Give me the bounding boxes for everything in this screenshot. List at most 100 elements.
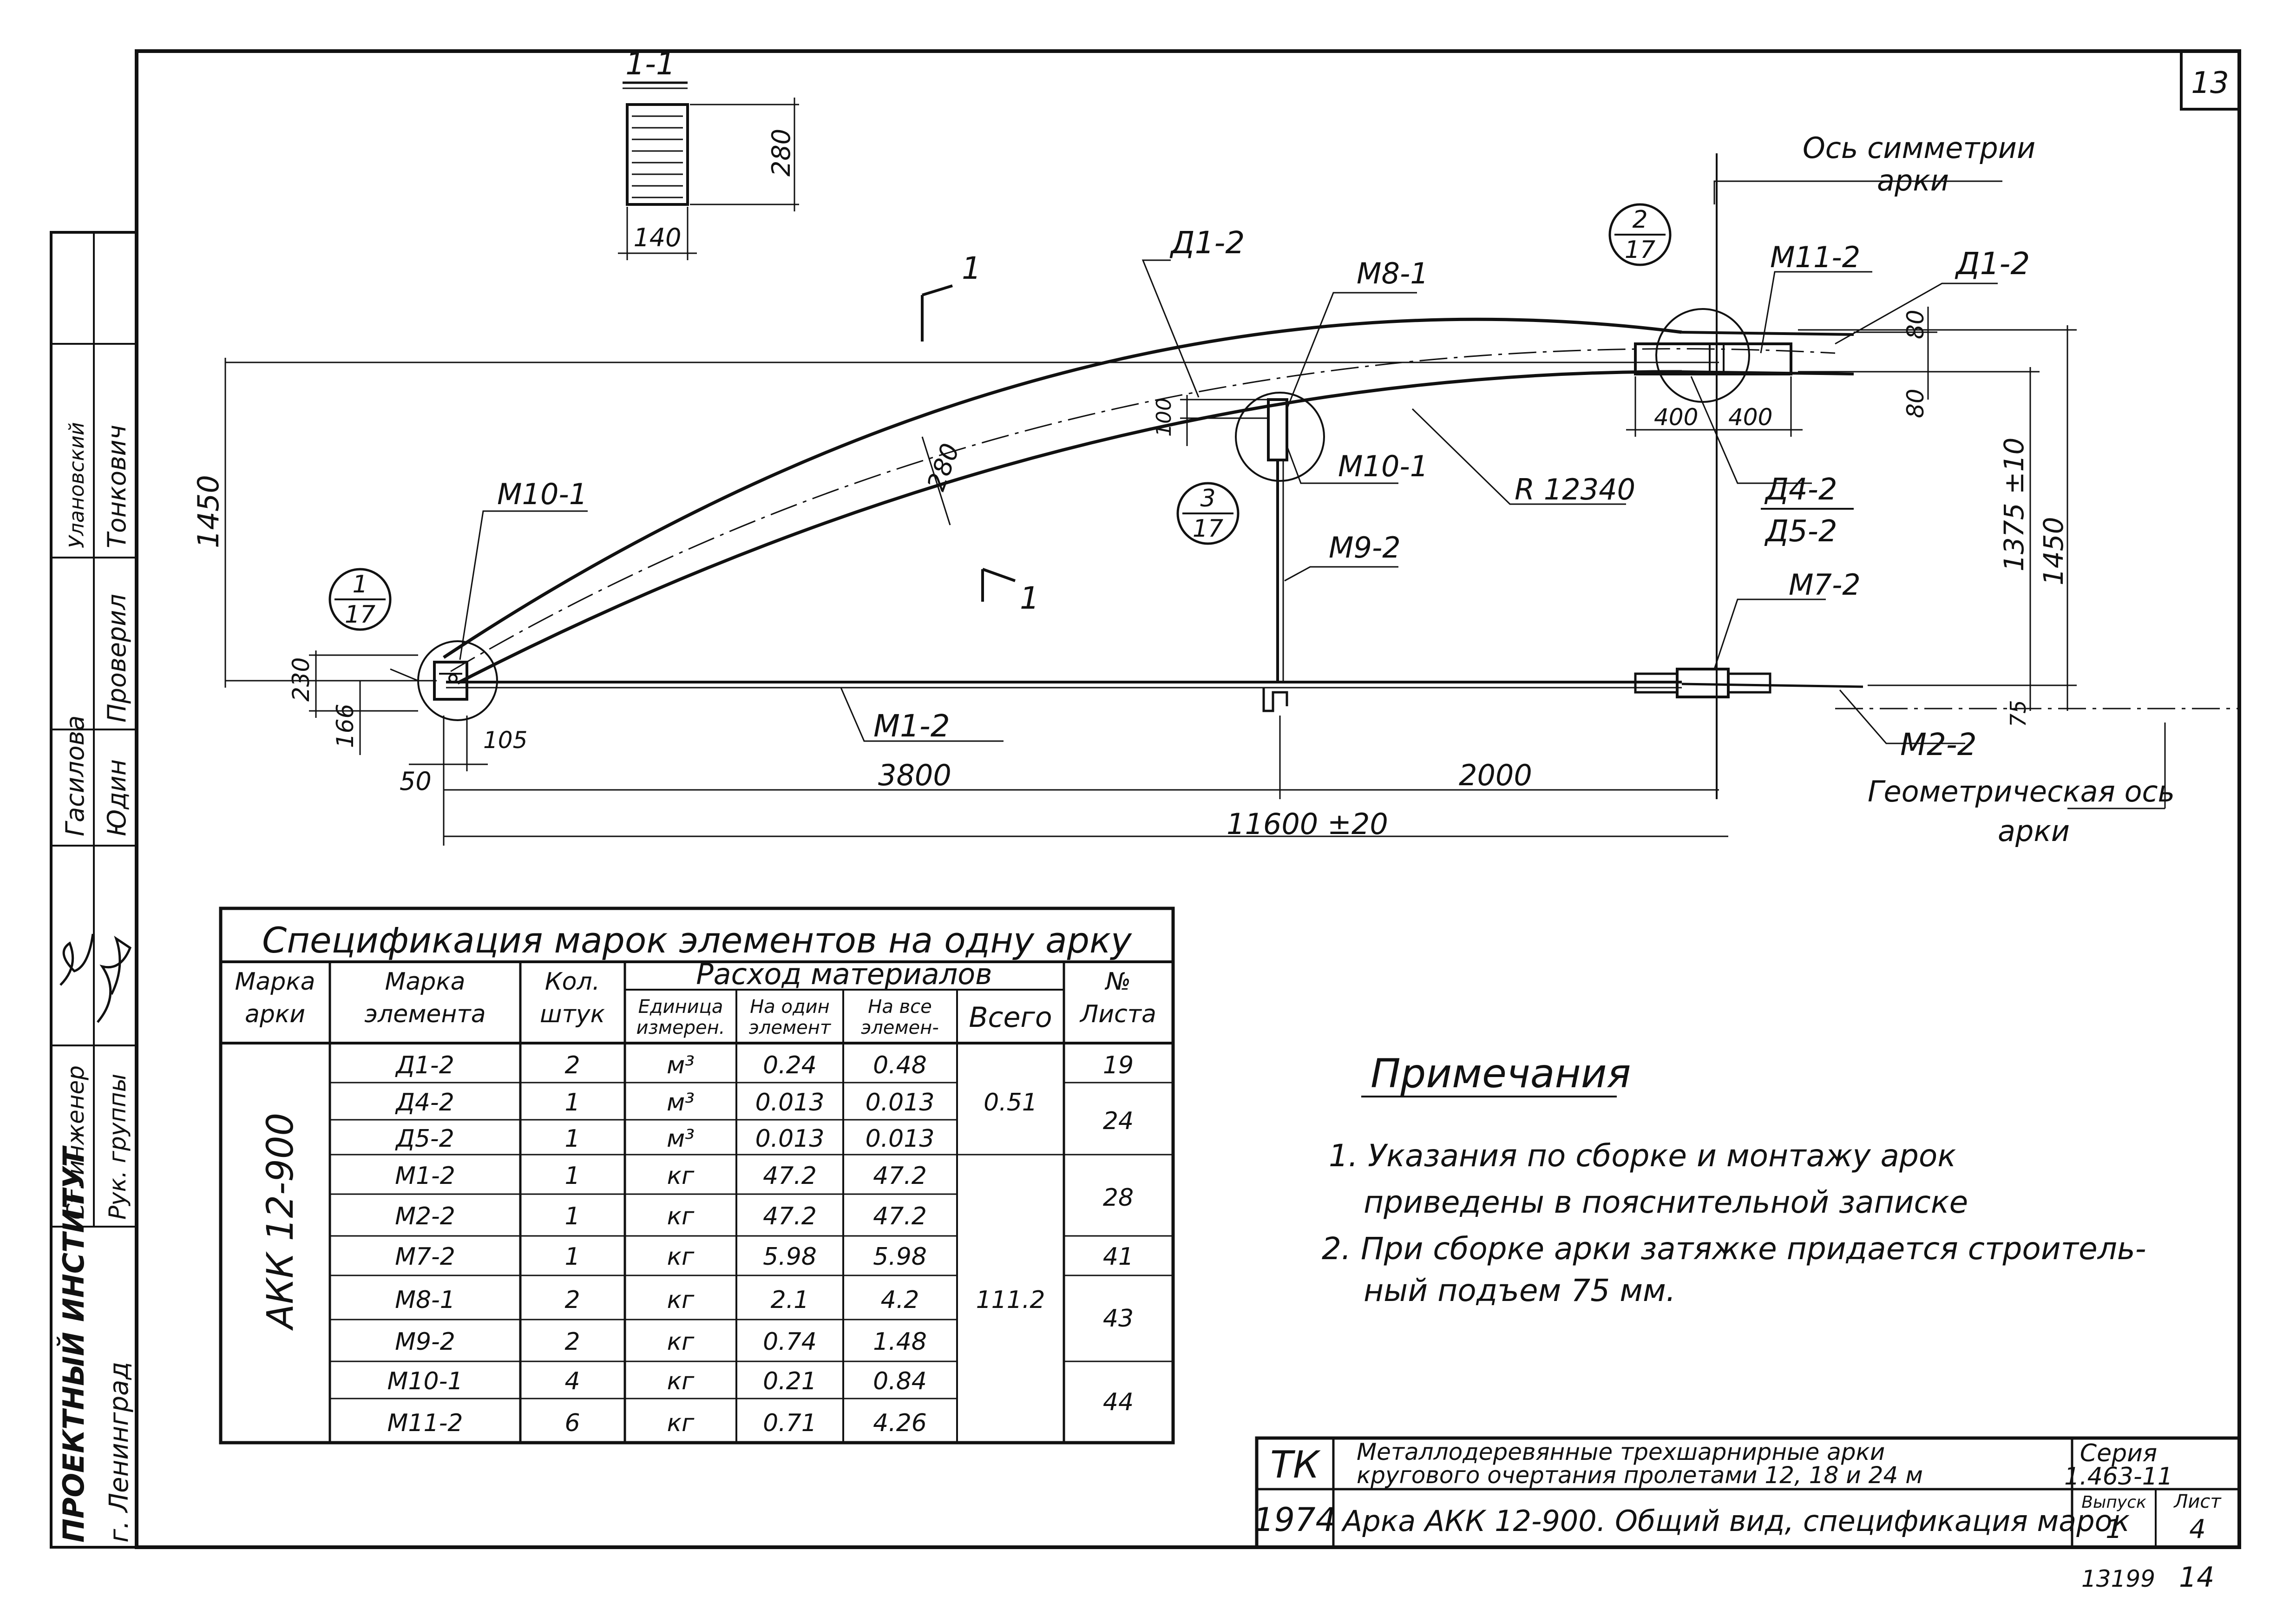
callout-radius: R 12340: [1515, 473, 1635, 506]
tb-series-label: Серия: [2080, 1439, 2157, 1467]
row-9-all: 4.26: [873, 1409, 927, 1437]
notes-title: Примечания: [1371, 1051, 1631, 1097]
page-number: 13: [2191, 66, 2229, 100]
hdr-sheet-2: Листа: [1079, 1000, 1156, 1028]
leader-lines: [390, 180, 2166, 809]
tb-list-label: Лист: [2173, 1491, 2222, 1512]
row-5-qty: 1: [564, 1243, 580, 1271]
tb-series-value: 1.463-11: [2064, 1463, 2173, 1491]
row-7-all: 1.48: [873, 1328, 927, 1356]
row-0-qty: 2: [564, 1051, 580, 1079]
callout-d1-2-right: Д1-2: [1955, 246, 2030, 282]
section-label: 1-1: [625, 46, 676, 82]
tb-issue-value: 1: [2106, 1514, 2122, 1544]
geometric-axis-label-2: арки: [1998, 814, 2070, 848]
row-3-qty: 1: [564, 1162, 580, 1190]
row-5-mark: М7-2: [395, 1243, 455, 1271]
hdr-qty-1: Кол.: [545, 968, 600, 996]
sheet-ref-3: 41: [1103, 1243, 1134, 1271]
hdr-qty-2: штук: [540, 1000, 605, 1028]
row-0-one: 0.24: [763, 1051, 817, 1079]
detail-circle-2: [1655, 308, 1750, 403]
row-0-mark: Д1-2: [395, 1051, 454, 1079]
row-8-unit: кг: [667, 1367, 695, 1395]
geometric-axis-label-1: Геометрическая ось: [1868, 775, 2175, 808]
hdr-sheet-1: №: [1104, 968, 1131, 996]
row-6-mark: М8-1: [395, 1286, 455, 1314]
tb-series-title-1: Металлодеревянные трехшарнирные арки: [1357, 1439, 1885, 1465]
row-2-unit: м³: [667, 1125, 695, 1153]
arch-geometry: [417, 153, 2239, 799]
dim-166: 166: [332, 704, 359, 748]
stamp-role-2: Ст. инженер: [62, 1065, 89, 1220]
cut-mark-top: 1: [962, 250, 981, 286]
row-5-unit: кг: [667, 1243, 695, 1271]
table-row: М2-2 1 кг 47.2 47.2: [395, 1202, 927, 1230]
callout-d5-2: Д5-2: [1764, 514, 1837, 549]
sheet-ref-0: 19: [1103, 1051, 1134, 1079]
hdr-unit-1: Единица: [638, 996, 723, 1018]
hdr-total: Всего: [969, 1001, 1052, 1034]
row-6-qty: 2: [564, 1286, 580, 1314]
note-line-1: 1. Указания по сборке и монтажу арок: [1329, 1138, 1956, 1174]
total-wood: 0.51: [984, 1089, 1037, 1117]
table-row: М9-2 2 кг 0.74 1.48: [395, 1328, 927, 1356]
section-width-dim: 140: [633, 223, 681, 252]
stamp-name-gasilova: Гасилова: [60, 716, 90, 836]
table-row: М8-1 2 кг 2.1 4.2: [395, 1286, 919, 1314]
dim-100: 100: [1152, 398, 1176, 437]
row-5-one: 5.98: [763, 1243, 817, 1271]
sheet-ref-2: 28: [1103, 1184, 1134, 1212]
notes: Примечания 1. Указания по сборке и монта…: [1322, 1051, 2146, 1308]
row-4-mark: М2-2: [395, 1202, 455, 1230]
hdr-unit-2: измерен.: [636, 1017, 725, 1038]
sheet-ref-5: 44: [1103, 1388, 1134, 1416]
total-metal: 111.2: [976, 1286, 1045, 1314]
row-9-unit: кг: [667, 1409, 695, 1437]
hdr-materials: Расход материалов: [696, 957, 992, 991]
table-row: М11-2 6 кг 0.71 4.26: [387, 1409, 927, 1437]
note-line-4: ный подъем 75 мм.: [1364, 1273, 1676, 1308]
row-1-mark: Д4-2: [395, 1089, 454, 1117]
dim-1450-right: 1450: [2038, 517, 2069, 585]
signature-2: [97, 935, 132, 1023]
row-3-all: 47.2: [873, 1162, 927, 1190]
stamp-institute: ПРОЕКТНЫЙ ИНСТИТУТ: [57, 1145, 91, 1543]
row-2-mark: Д5-2: [395, 1125, 454, 1153]
left-stamp: Рук. группы Ст. инженер Юдин Гасилова Пр…: [50, 231, 138, 1549]
row-8-mark: М10-1: [387, 1367, 463, 1395]
tb-list-value: 4: [2189, 1514, 2206, 1544]
tb-sheet-title: Арка АКК 12-900. Общий вид, спецификация…: [1341, 1504, 2130, 1538]
sheet-ref-4: 43: [1103, 1305, 1134, 1333]
stamp-city: г. Ленинград: [104, 1362, 134, 1543]
dimension-lines: [224, 307, 2077, 846]
page-number-box: [2180, 50, 2241, 111]
table-row: М1-2 1 кг 47.2 47.2: [395, 1162, 927, 1190]
callout-m7-2: М7-2: [1789, 568, 1861, 602]
dim-11600: 11600 ±20: [1227, 807, 1388, 841]
node-ref-2-bottom: 17: [1625, 236, 1655, 264]
detail-circle-3: [1235, 392, 1325, 482]
arch-name: АКК 12-900: [260, 1113, 302, 1331]
node-ref-1-bottom: 17: [345, 601, 375, 629]
row-9-mark: М11-2: [387, 1409, 463, 1437]
dim-400-b: 400: [1728, 404, 1772, 431]
table-row: Д1-2 2 м³ 0.24 0.48: [395, 1051, 927, 1079]
callout-m9-2: М9-2: [1329, 531, 1401, 565]
row-4-all: 47.2: [873, 1202, 927, 1230]
row-6-all: 4.2: [881, 1286, 919, 1314]
dim-230: 230: [288, 657, 315, 702]
dim-105: 105: [483, 727, 527, 754]
row-1-one: 0.013: [755, 1089, 825, 1117]
cut-marks: [921, 284, 1016, 602]
hdr-arch-mark-2: арки: [245, 1000, 305, 1028]
row-1-qty: 1: [564, 1089, 580, 1117]
callout-d1-2-top: Д1-2: [1169, 225, 1245, 261]
row-7-unit: кг: [667, 1328, 695, 1356]
callout-m10-1-mid: М10-1: [1338, 449, 1428, 483]
node-ref-3-bottom: 17: [1193, 515, 1223, 543]
hdr-element-mark-2: элемента: [364, 1000, 485, 1028]
hdr-element-mark-1: Марка: [385, 968, 465, 996]
